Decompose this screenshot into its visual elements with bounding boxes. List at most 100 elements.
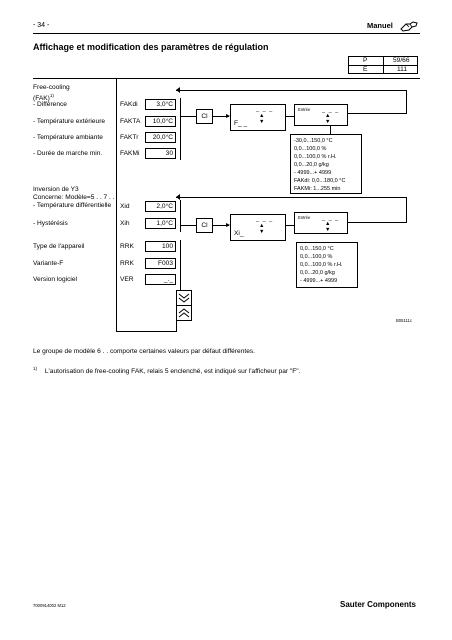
fc-value-ext-temp[interactable]: 10,0°C [145, 116, 176, 127]
fc-return-line-top [348, 113, 406, 114]
fc-range-5: FAKdi: 0,0...180,0 °C [294, 178, 346, 184]
fc-range-2: 0,0...100,0 % r.H. [294, 154, 337, 160]
y3-value-hysteresis[interactable]: 1,0°C [145, 218, 176, 229]
dev-code-version: VER [120, 276, 134, 283]
fc-bracket-line [180, 98, 181, 160]
y3-return-line-top [348, 222, 406, 223]
fc-display-box: _ _ _ F_ _ ▲▼ [230, 104, 286, 131]
y3-display-dashes: _ _ _ [256, 217, 274, 223]
company-name: Sauter Components [340, 600, 417, 609]
y3-entree-box: Entrée _ _ _ ▲▼ [294, 212, 348, 234]
fc-code-difference: FAKdi [120, 101, 138, 108]
y3-label-hysteresis: - Hystérésis [33, 220, 68, 227]
y3-value-diff-temp[interactable]: 2,0°C [145, 201, 176, 212]
dev-label-variant: Variante-F [33, 260, 64, 267]
fc-value-difference[interactable]: 3,0°C [145, 99, 176, 110]
dev-value-variant[interactable]: F003 [145, 258, 176, 269]
pe-label-e: E [363, 66, 368, 73]
fc-range-3: 0,0...20,0 g/kg [294, 162, 329, 168]
y3-entree-label: Entrée [298, 215, 311, 220]
model-note: Le groupe de modèle 6 . . comporte certa… [33, 348, 256, 355]
fc-value-room-temp[interactable]: 20,0°C [145, 132, 176, 143]
fc-updown-icon[interactable]: ▲▼ [259, 113, 265, 125]
dev-code-variant: RRK [120, 260, 134, 267]
bottom-return-vline [176, 321, 177, 332]
pe-value-e: 111 [397, 66, 408, 73]
fc-return-line-upper [176, 90, 407, 91]
fc-label-difference: - Différence [33, 101, 67, 108]
fc-label-min-runtime: - Durée de marche min. [33, 150, 103, 157]
y3-entree-updown-icon[interactable]: ▲▼ [325, 221, 331, 233]
fc-range-box: -30,0...150,0 °C 0,0...100,0 % 0,0...100… [290, 134, 362, 194]
y3-code-diff-temp: Xid [120, 203, 130, 210]
fc-link-line [180, 116, 196, 117]
y3-concerne: Concerne: Modèle=5 . . 7 . . [33, 194, 115, 201]
y3-return-arrow-icon [176, 194, 180, 200]
footnote: 1) L'autorisation de free-cooling FAK, r… [33, 365, 300, 376]
y3-bracket-line [180, 200, 181, 232]
bottom-return-line [116, 331, 176, 332]
hand-icon [400, 19, 420, 32]
doc-code: 7000914002 M12 [33, 603, 66, 608]
fc-value-min-runtime[interactable]: 30 [145, 148, 176, 159]
fc-sub: (FAK)1) [33, 93, 54, 103]
fc-return-line-right [406, 90, 407, 114]
dev-value-version[interactable]: _._ [145, 274, 176, 285]
fc-arrow-icon [226, 114, 230, 118]
dev-label-version: Version logiciel [33, 276, 77, 283]
pe-table: P 59/66 E 111 [348, 56, 418, 74]
dev-range-3: 0,0...20,0 g/kg [300, 270, 335, 276]
dev-range-2: 0,0...100,0 % r.H. [300, 262, 343, 268]
fc-range-0: -30,0...150,0 °C [294, 138, 333, 144]
dev-label-type: Type de l'appareil [33, 243, 85, 250]
fc-entree-box: Entrée _ _ _ ▲▼ [294, 104, 348, 126]
double-chevron-down-icon [178, 293, 190, 303]
page-number: - 34 - [33, 22, 50, 29]
y3-return-line-right [406, 197, 407, 223]
dev-range-0: 0,0...150,0 °C [300, 246, 334, 252]
fc-cl-button[interactable]: Cl [196, 109, 213, 124]
y3-updown-icon[interactable]: ▲▼ [259, 223, 265, 235]
code-column-line [116, 78, 117, 332]
y3-heading: Inversion de Y3 [33, 186, 79, 193]
y3-arrow-icon [226, 223, 230, 227]
fc-range-connector [330, 126, 331, 134]
y3-entree-dashes: _ _ _ [322, 216, 340, 222]
y3-return-line-upper [176, 197, 407, 198]
header-rule [33, 33, 420, 34]
dev-range-list: 0,0...150,0 °C 0,0...100,0 % 0,0...100,0… [300, 245, 343, 285]
fc-label-room-temp: - Température ambiante [33, 134, 103, 141]
scroll-up-button[interactable] [176, 305, 192, 321]
fc-entree-updown-icon[interactable]: ▲▼ [325, 113, 331, 125]
footnote-text: L'autorisation de free-cooling FAK, rela… [44, 368, 301, 376]
page-title: Affichage et modification des paramètres… [33, 42, 269, 52]
y3-cl-button[interactable]: Cl [196, 218, 213, 233]
dev-range-box: 0,0...150,0 °C 0,0...100,0 % 0,0...100,0… [296, 242, 358, 288]
fc-range-6: FAKMi: 1...255 min [294, 186, 341, 192]
fc-link-line-2 [213, 116, 229, 117]
dev-range-4: - 4999...+ 4999 [300, 278, 338, 284]
y3-link-line [180, 225, 196, 226]
fc-display-dashes: _ _ _ [256, 107, 274, 113]
fc-link-line-3 [286, 116, 294, 117]
fc-return-arrow-icon [176, 87, 180, 93]
fc-heading: Free-cooling [33, 84, 70, 91]
fc-code-ext-temp: FAKTA [120, 118, 141, 125]
y3-label-diff-temp: - Température différentielle [33, 202, 112, 209]
double-chevron-up-icon [178, 308, 190, 318]
diagram-top-rule [33, 78, 420, 79]
fc-code-min-runtime: FAKMi [120, 150, 140, 157]
scroll-down-button[interactable] [176, 290, 192, 306]
y3-link-line-3 [286, 225, 294, 226]
y3-display-value: Xi_ [234, 230, 244, 237]
footnote-mark: 1) [33, 366, 38, 371]
y3-code-hysteresis: Xih [120, 220, 130, 227]
pe-value-p: 59/66 [393, 57, 410, 64]
fc-entree-label: Entrée [298, 107, 311, 112]
pe-label-p: P [363, 57, 368, 64]
y3-display-box: _ _ _ Xi_ ▲▼ [230, 214, 286, 241]
dev-value-type[interactable]: 100 [145, 241, 176, 252]
fc-range-list: -30,0...150,0 °C 0,0...100,0 % 0,0...100… [294, 137, 345, 193]
fc-label-ext-temp: - Température extérieure [33, 118, 106, 125]
y3-link-line-2 [213, 225, 229, 226]
